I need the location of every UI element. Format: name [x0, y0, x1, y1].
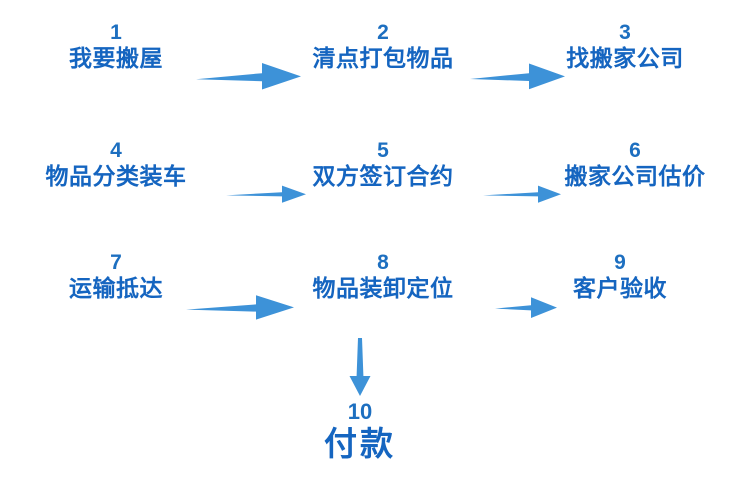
flow-step-10: 10 付款 [324, 400, 396, 464]
flow-step-6: 6 搬家公司估价 [564, 139, 706, 191]
arrow-down-step8-to-step10 [345, 338, 375, 396]
arrow-right-step1-to-step2 [196, 60, 301, 92]
step-label: 客户验收 [573, 275, 667, 302]
step-label: 我要搬屋 [69, 45, 163, 72]
step-label: 搬家公司估价 [564, 163, 706, 190]
flow-step-4: 4 物品分类装车 [45, 139, 187, 191]
step-label: 运输抵达 [69, 275, 163, 302]
step-label: 双方签订合约 [312, 163, 454, 190]
arrow-right-step4-to-step5 [226, 182, 306, 206]
flow-step-2: 2 清点打包物品 [312, 21, 454, 73]
step-label: 清点打包物品 [312, 45, 454, 72]
arrow-right-step8-to-step9 [495, 294, 557, 320]
arrow-right-step7-to-step8 [186, 292, 294, 322]
flow-step-8: 8 物品装卸定位 [312, 251, 454, 303]
step-label: 物品分类装车 [45, 163, 187, 190]
arrow-right-step2-to-step3 [470, 60, 565, 92]
arrow-right-step5-to-step6 [483, 182, 561, 206]
step-label: 付款 [324, 425, 396, 463]
flow-step-3: 3 找搬家公司 [566, 21, 684, 73]
step-number: 1 [110, 21, 122, 44]
flow-step-9: 9 客户验收 [573, 251, 667, 303]
flow-step-7: 7 运输抵达 [69, 251, 163, 303]
flow-step-5: 5 双方签订合约 [312, 139, 454, 191]
step-number: 9 [614, 251, 626, 274]
step-number: 7 [110, 251, 122, 274]
step-label: 物品装卸定位 [312, 275, 454, 302]
flow-step-1: 1 我要搬屋 [69, 21, 163, 73]
step-number: 2 [377, 21, 389, 44]
step-number: 5 [377, 139, 389, 162]
step-number: 8 [377, 251, 389, 274]
step-label: 找搬家公司 [566, 45, 684, 72]
step-number: 3 [619, 21, 631, 44]
step-number: 4 [110, 139, 122, 162]
step-number: 10 [347, 399, 373, 424]
step-number: 6 [629, 139, 641, 162]
